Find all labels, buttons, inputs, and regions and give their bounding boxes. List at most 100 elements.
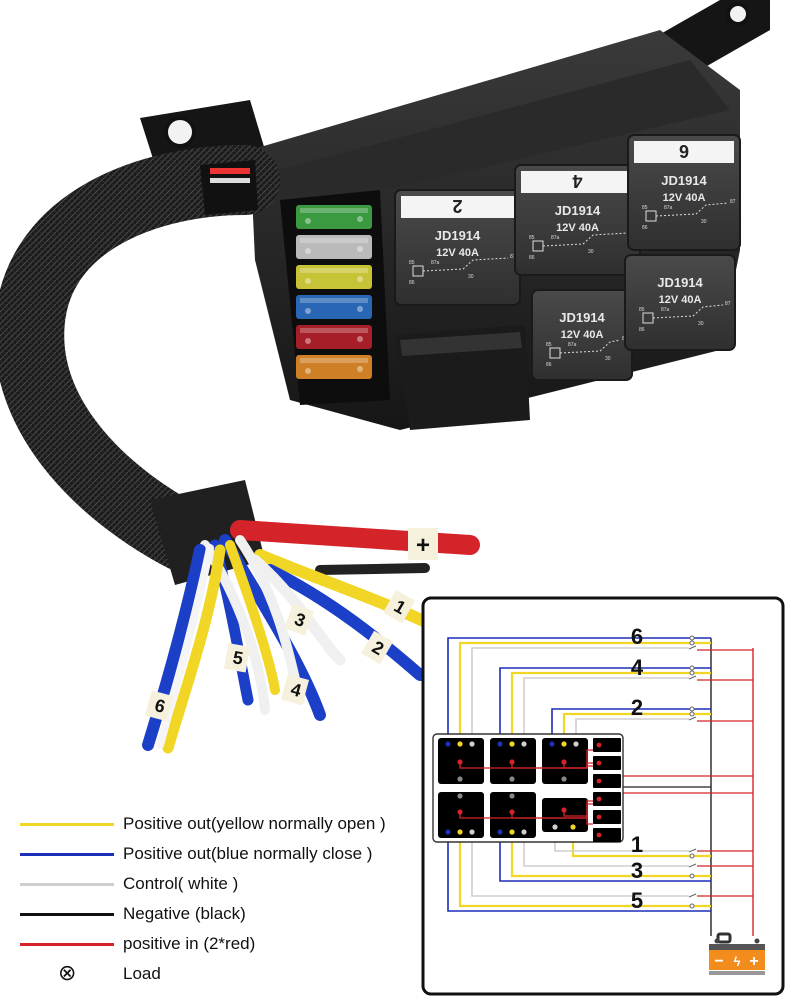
legend-label: Control( white ) xyxy=(123,874,239,893)
pin-label: 87a xyxy=(661,307,670,313)
schematic-fuse xyxy=(593,756,621,770)
pin-label: 86 xyxy=(529,255,535,261)
fuse xyxy=(296,205,372,229)
schematic-fuse xyxy=(593,792,621,806)
relay-model: JD1914 xyxy=(559,310,605,325)
schematic-fuse xyxy=(593,810,621,824)
pin-dot xyxy=(552,824,558,830)
fuse-terminal xyxy=(596,814,602,820)
legend-label: Positive out(yellow normally open ) xyxy=(123,814,386,833)
ground-dot xyxy=(457,776,463,782)
legend-swatch-black xyxy=(20,913,114,916)
relay-rating: 12V 40A xyxy=(561,329,604,341)
wire-yellow-6 xyxy=(162,544,226,754)
fuse-terminal xyxy=(596,760,602,766)
battery-minus-icon: − xyxy=(714,953,723,970)
pin-label: 87 xyxy=(725,301,731,307)
legend-item-black: Negative (black) xyxy=(0,900,420,930)
pin-label: 85 xyxy=(409,260,415,266)
pin-label: 87a xyxy=(551,235,560,241)
pin-label: 86 xyxy=(409,280,415,286)
schematic-wire xyxy=(562,712,711,742)
ground-dot xyxy=(457,793,463,799)
schematic-wire xyxy=(458,826,711,908)
circuit-label-2: 2 xyxy=(631,695,643,720)
wire-number-tag: 6 xyxy=(145,690,174,722)
fuse xyxy=(296,325,372,349)
relay-slot-number: 4 xyxy=(572,171,582,191)
load-terminal xyxy=(689,670,695,676)
schematic-wire xyxy=(499,836,711,882)
fuse-terminal xyxy=(596,832,602,838)
schematic-wire xyxy=(447,637,711,742)
relay-slot-number: 6 xyxy=(679,141,689,161)
load-terminal xyxy=(689,640,695,646)
schematic-relay-small xyxy=(542,798,588,832)
battery-bolt-icon: ϟ xyxy=(734,954,741,969)
relay-model: JD1914 xyxy=(435,228,481,243)
wire-number-label: 4 xyxy=(289,679,304,701)
pin-dot xyxy=(457,829,463,835)
wire-black-negative xyxy=(315,563,430,575)
schematic-fuse xyxy=(593,738,621,752)
pin-dot xyxy=(445,741,451,747)
schematic-fuse xyxy=(593,828,621,842)
schematic-wire xyxy=(688,863,697,868)
pin-label: 30 xyxy=(698,321,704,327)
schematic-wire xyxy=(447,836,711,912)
circuit-label-5: 5 xyxy=(631,888,643,913)
legend-item-load: ⊗ Load xyxy=(0,960,420,990)
fuse-terminal xyxy=(596,778,602,784)
load-terminal xyxy=(689,873,695,879)
wire-number-label: 5 xyxy=(231,647,244,668)
legend-label: Positive out(blue normally close ) xyxy=(123,844,373,863)
pin-label: 87a xyxy=(664,205,673,211)
pin-label: 85 xyxy=(642,205,648,211)
schematic-circuit-labels: 6 4 2 1 3 5 xyxy=(631,624,644,913)
wire-number-tag: 5 xyxy=(223,643,251,673)
schematic-wire xyxy=(499,667,711,742)
legend-swatch-red xyxy=(20,943,114,946)
wire-number-tag: 2 xyxy=(361,630,394,665)
pin-dot xyxy=(509,741,515,747)
relay-rating: 12V 40A xyxy=(436,247,479,259)
fuse-terminal xyxy=(596,796,602,802)
pin-dot xyxy=(445,829,451,835)
pin-label: 86 xyxy=(546,362,552,368)
schematic-wire xyxy=(688,645,697,650)
circuit-label-6: 6 xyxy=(631,624,643,649)
wiring-schematic: 6 4 2 1 3 5 − ϟ + xyxy=(421,596,785,996)
schematic-relay-module xyxy=(432,733,624,843)
schematic-wire xyxy=(688,675,697,680)
pin-dot xyxy=(561,741,567,747)
fuse-terminal xyxy=(596,742,602,748)
load-terminal xyxy=(689,706,695,712)
pin-dot xyxy=(469,829,475,835)
relay-cover-block xyxy=(395,325,530,430)
relay-model: JD1914 xyxy=(657,275,703,290)
wire-number-label: 6 xyxy=(153,695,168,717)
pin-dot xyxy=(549,741,555,747)
legend-label: Negative (black) xyxy=(123,904,246,923)
circuit-label-4: 4 xyxy=(631,655,644,680)
schematic-wire xyxy=(471,826,689,897)
schematic-wire xyxy=(523,677,689,742)
battery-icon: − ϟ + xyxy=(709,932,765,975)
pin-dot xyxy=(509,829,515,835)
relay-slot-number: 2 xyxy=(452,196,462,216)
load-terminal xyxy=(689,665,695,671)
load-terminal xyxy=(689,853,695,859)
schematic-relay xyxy=(438,792,484,838)
pin-dot xyxy=(497,829,503,835)
ground-dot xyxy=(509,776,515,782)
pin-label: 86 xyxy=(642,225,648,231)
schematic-wire xyxy=(551,708,711,742)
fuse-column xyxy=(296,205,372,379)
legend-label: Load xyxy=(123,964,161,983)
wire-white-6 xyxy=(156,544,214,749)
pin-dot xyxy=(570,824,576,830)
